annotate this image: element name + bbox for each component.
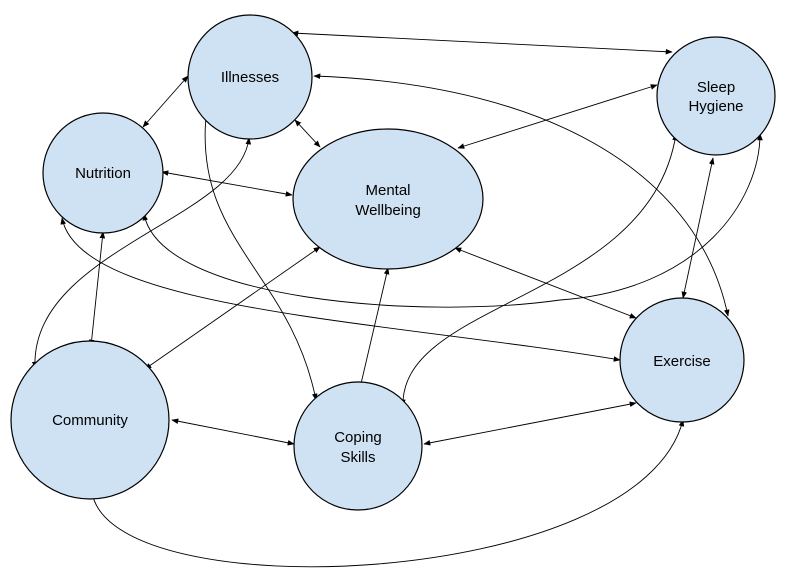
edge-community-coping-skills <box>171 418 295 446</box>
edge-illnesses-nutrition <box>142 75 189 128</box>
edge-illnesses-sleep-hygiene <box>291 30 673 55</box>
edge-nutrition-community <box>88 231 106 347</box>
edge-mental-wellbeing-community <box>144 246 321 370</box>
node-illnesses[interactable]: Illnesses <box>187 14 313 140</box>
node-exercise[interactable]: Exercise <box>619 297 745 423</box>
edge-sleep-hygiene-mental-wellbeing <box>457 84 658 149</box>
edge-coping-skills-exercise <box>423 401 637 446</box>
edge-nutrition-mental-wellbeing <box>161 170 293 197</box>
node-label: Community <box>52 412 128 429</box>
edge-layer <box>31 30 763 568</box>
edge-illnesses-coping-skills <box>203 106 318 401</box>
node-nutrition[interactable]: Nutrition <box>42 112 164 234</box>
edge-illnesses-mental-wellbeing <box>294 119 321 148</box>
edge-community-exercise <box>90 419 685 568</box>
edge-sleep-hygiene-exercise <box>681 157 715 299</box>
edge-mental-wellbeing-exercise <box>454 247 637 319</box>
node-label: Nutrition <box>75 165 131 182</box>
node-label: Exercise <box>653 353 711 370</box>
edge-mental-wellbeing-coping-skills <box>358 267 390 389</box>
node-community[interactable]: Community <box>10 340 170 500</box>
node-label: Illnesses <box>221 69 279 86</box>
